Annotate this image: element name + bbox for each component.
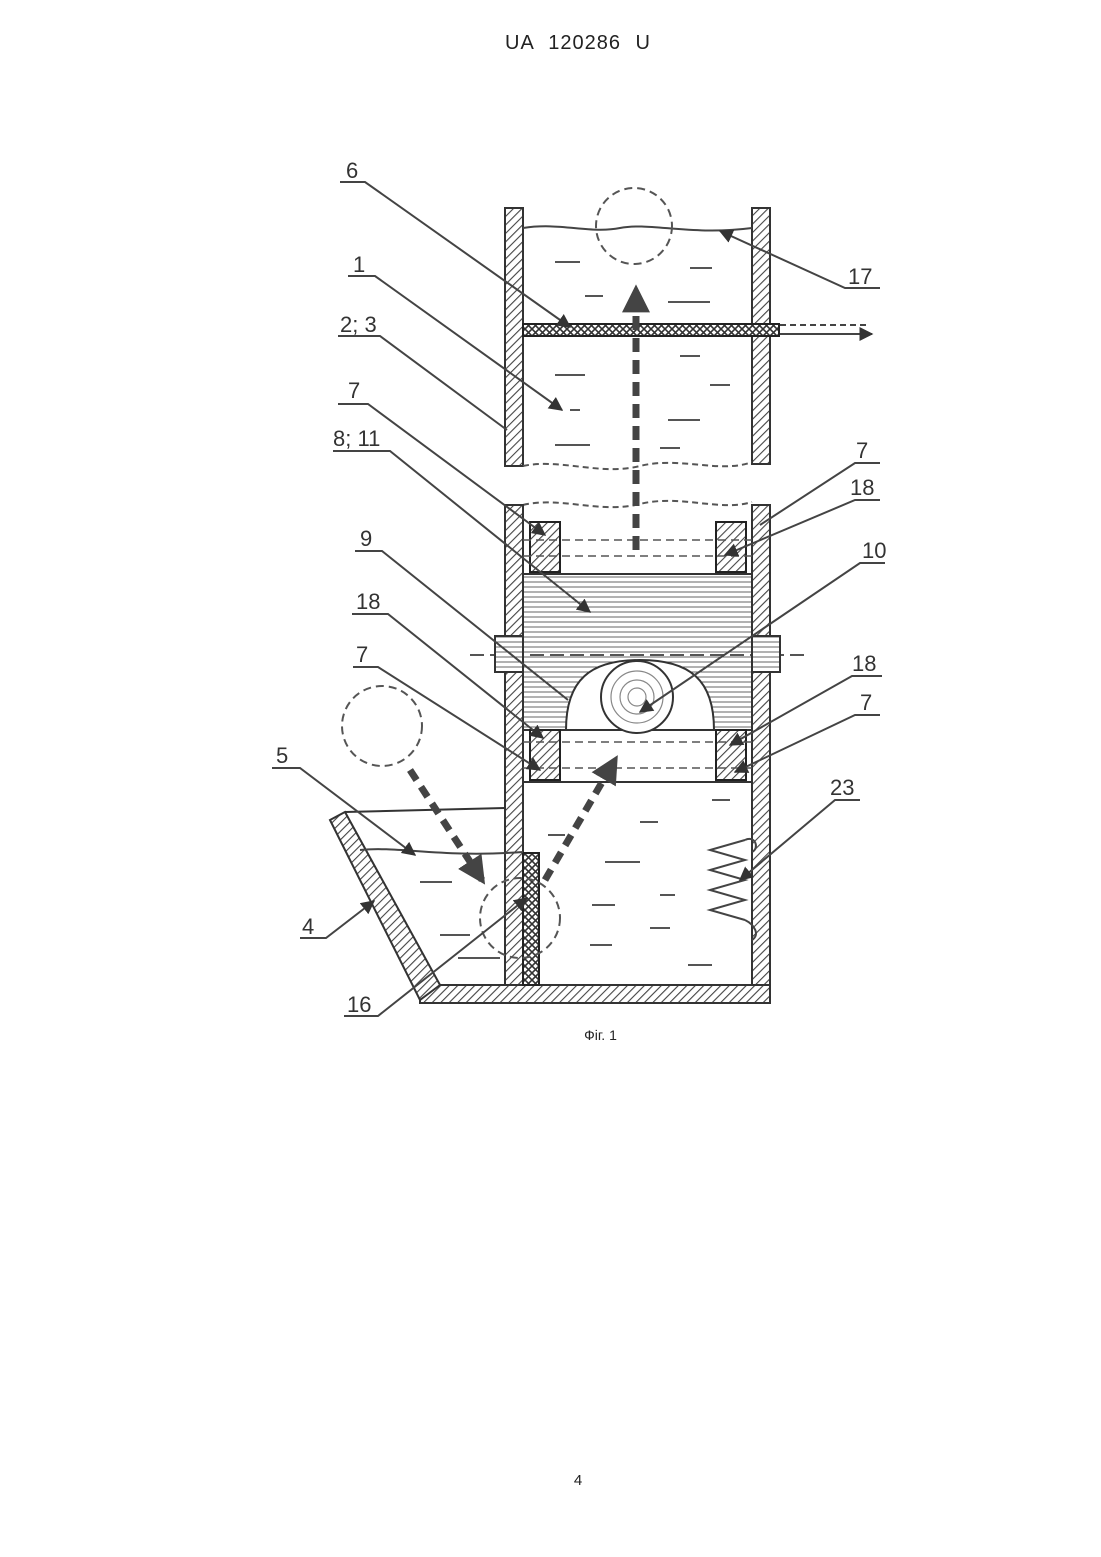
- label-5: 5: [276, 743, 288, 768]
- label-17: 17: [848, 264, 872, 289]
- label-2-3: 2; 3: [340, 312, 377, 337]
- label-1: 1: [353, 252, 365, 277]
- label-9: 9: [360, 526, 372, 551]
- label-4: 4: [302, 914, 314, 939]
- label-7-upper-left: 7: [348, 378, 360, 403]
- label-10: 10: [862, 538, 886, 563]
- label-18-left: 18: [356, 589, 380, 614]
- label-8-11: 8; 11: [333, 426, 380, 451]
- upper-tube: [505, 188, 872, 507]
- label-16: 16: [347, 992, 371, 1017]
- label-7-lower-left: 7: [356, 642, 368, 667]
- label-7-upper-right: 7: [856, 438, 868, 463]
- label-6: 6: [346, 158, 358, 183]
- label-7-lower-right: 7: [860, 690, 872, 715]
- label-18-lower-right: 18: [852, 651, 876, 676]
- figure-caption: Фіг. 1: [0, 1027, 1101, 1043]
- lower-tube: [330, 505, 805, 1003]
- label-18-upper-right: 18: [850, 475, 874, 500]
- page-number: 4: [0, 1472, 1101, 1489]
- label-23: 23: [830, 775, 854, 800]
